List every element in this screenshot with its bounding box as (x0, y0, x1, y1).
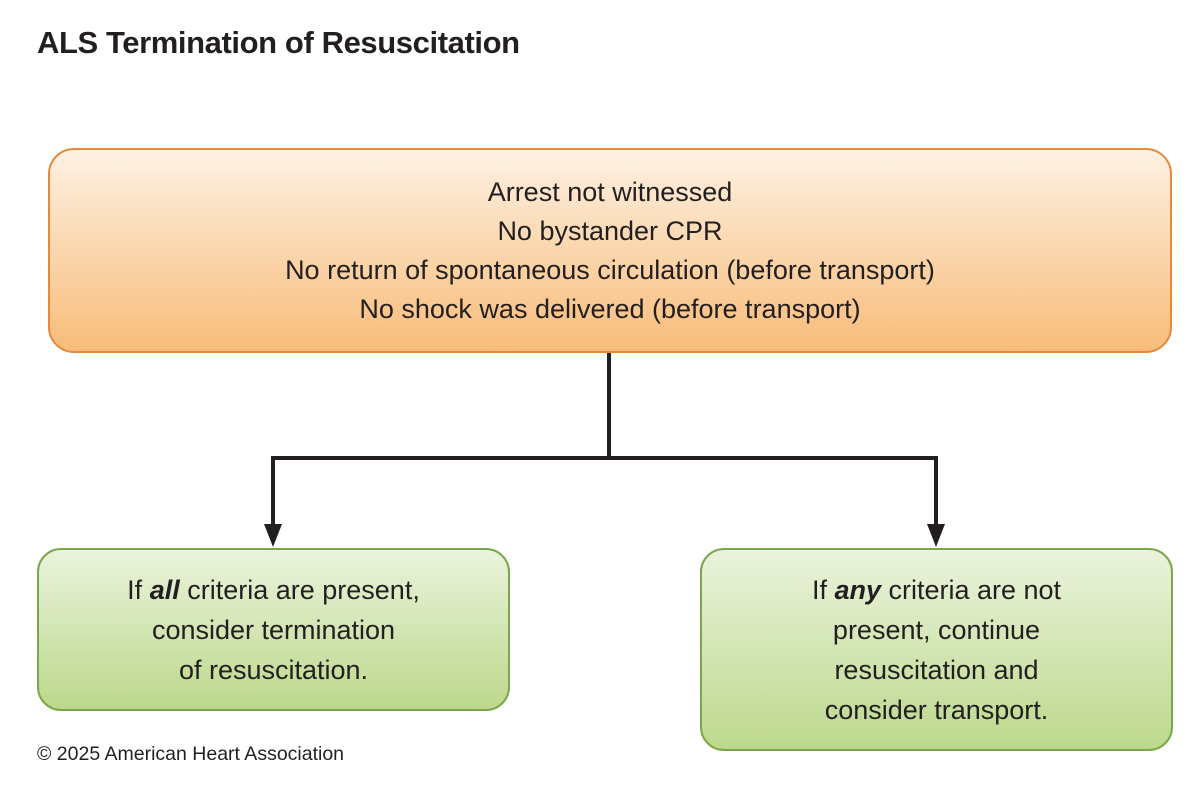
arrowhead-left-icon (264, 524, 282, 547)
criteria-line-no-bystander-cpr: No bystander CPR (497, 215, 723, 246)
outcome-continue-line2: present, continue (832, 614, 1041, 645)
outcome-continue-line4: consider transport. (824, 694, 1049, 725)
arrowhead-right-icon (927, 524, 945, 547)
criteria-line-no-shock: No shock was delivered (before transport… (359, 293, 861, 324)
criteria-line-arrest-not-witnessed: Arrest not witnessed (487, 176, 733, 207)
page-title: ALS Termination of Resuscitation (37, 25, 520, 60)
criteria-line-no-rosc: No return of spontaneous circulation (be… (285, 254, 935, 285)
outcome-continue-line1-prefix: If (811, 574, 835, 605)
outcome-continue-line3: resuscitation and (834, 654, 1039, 685)
outcome-terminate-line2: consider termination (151, 614, 396, 645)
criteria-box: Arrest not witnessed No bystander CPR No… (48, 148, 1172, 353)
outcome-terminate-line3: of resuscitation. (178, 654, 369, 685)
outcome-terminate-emphasis-all: all (149, 574, 180, 605)
outcome-box-terminate: If all criteria are present, consider te… (37, 548, 510, 711)
outcome-continue-line1: If any criteria are not (812, 570, 1061, 610)
outcome-terminate-line1-rest: criteria are present, (179, 574, 420, 605)
outcome-terminate-line1: If all criteria are present, (127, 570, 420, 610)
outcome-continue-emphasis-any: any (834, 574, 881, 605)
copyright-notice: © 2025 American Heart Association (37, 743, 345, 765)
outcome-continue-line1-rest: criteria are not (880, 574, 1062, 605)
outcome-box-continue: If any criteria are not present, continu… (700, 548, 1173, 751)
outcome-terminate-line1-prefix: If (127, 574, 150, 605)
